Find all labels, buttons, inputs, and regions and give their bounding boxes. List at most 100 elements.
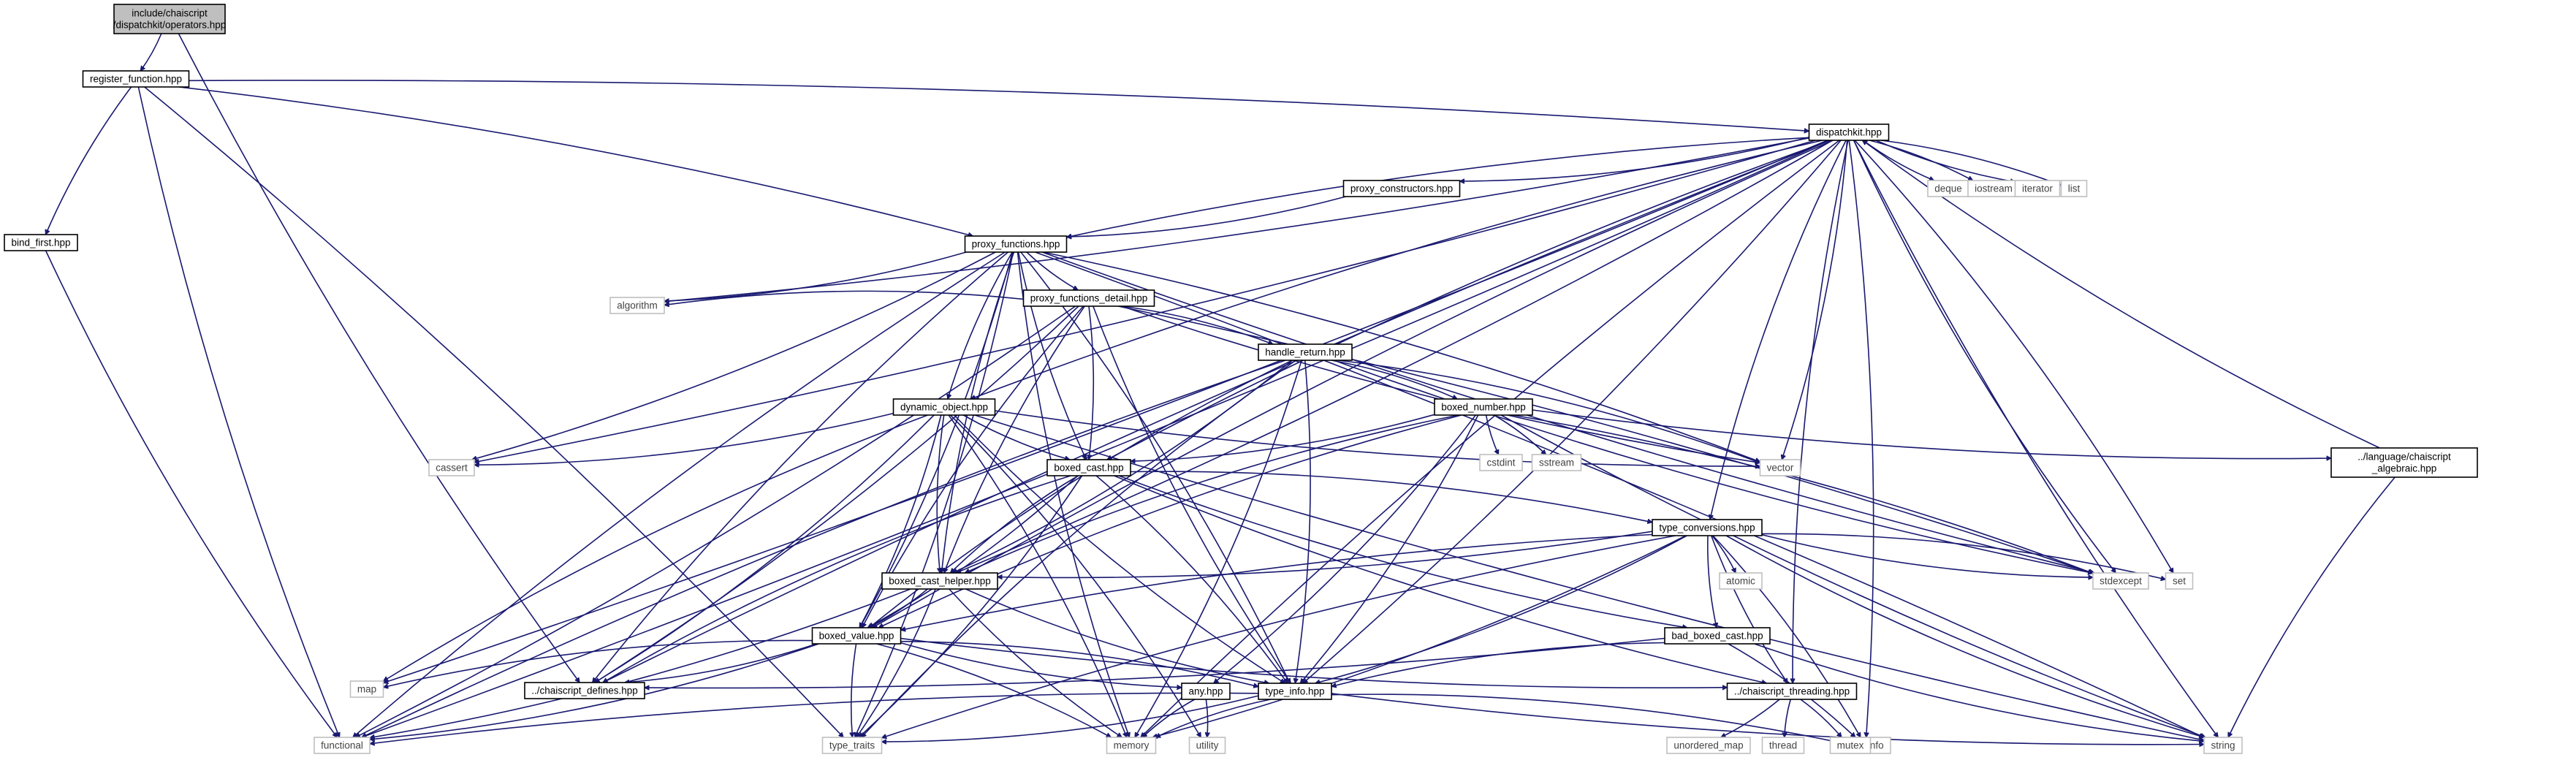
node-label: proxy_functions_detail.hpp — [1030, 293, 1148, 304]
node-label: set — [2173, 576, 2186, 587]
edge-boxed-value-to-chaiscript-threading — [900, 637, 1728, 688]
edge-dispatchkit-to-type-conversions — [1710, 140, 1847, 520]
node-dynamic-object[interactable]: dynamic_object.hpp — [892, 398, 996, 416]
node-cassert: cassert — [428, 459, 475, 476]
edge-boxed-number-to-boxed-cast — [1131, 414, 1435, 461]
node-atomic: atomic — [1719, 572, 1763, 590]
edge-boxed-value-to-chaiscript-defines — [625, 643, 817, 683]
edge-proxy-functions-to-algorithm — [664, 251, 967, 301]
node-map: map — [349, 680, 384, 698]
edge-handle-return-to-boxed-number — [1331, 360, 1457, 399]
edge-any-to-memory — [1142, 699, 1196, 737]
node-language-algebraic[interactable]: ../language/chaiscript_algebraic.hpp — [2330, 447, 2478, 478]
node-label: string — [2211, 740, 2235, 751]
node-label: ../chaiscript_defines.hpp — [531, 685, 638, 696]
node-type-traits: type_traits — [821, 737, 883, 754]
node-dispatchkit[interactable]: dispatchkit.hpp — [1808, 123, 1890, 141]
edge-dispatchkit-to-iterator — [1875, 140, 2015, 182]
node-type-info[interactable]: type_info.hpp — [1258, 683, 1332, 700]
node-boxed-number[interactable]: boxed_number.hpp — [1434, 398, 1533, 416]
node-iostream: iostream — [1967, 180, 2020, 197]
node-box — [1652, 519, 1763, 536]
edge-type-conversions-to-bad-boxed-cast — [1707, 535, 1717, 628]
node-string: string — [2203, 737, 2243, 754]
edge-boxed-cast-to-chaiscript-defines — [603, 475, 1071, 683]
edge-dynamic-object-to-boxed-value — [859, 414, 942, 628]
node-box — [881, 572, 998, 590]
edge-dispatchkit-to-memory — [1141, 140, 1840, 737]
node-box — [2092, 572, 2149, 590]
node-chaiscript-threading[interactable]: ../chaiscript_threading.hpp — [1726, 683, 1858, 700]
edge-proxy-constructors-to-proxy-functions — [1067, 196, 1346, 237]
edge-type-conversions-to-memory — [1152, 535, 1687, 737]
node-label: boxed_value.hpp — [819, 631, 894, 642]
edge-type-info-to-string — [1331, 693, 2204, 745]
edge-chaiscript-threading-to-mutex — [1800, 699, 1842, 737]
edge-type-conversions-to-stdexcept — [1761, 533, 2093, 577]
node-label: iostream — [1975, 183, 2013, 194]
node-box — [609, 297, 665, 314]
node-label: proxy_functions.hpp — [972, 239, 1060, 250]
node-utility: utility — [1188, 737, 1226, 754]
edge-register-function-to-bind-first — [45, 86, 132, 235]
node-label: include/chaiscript — [132, 8, 208, 19]
edge-dispatchkit-to-list — [1880, 140, 2062, 186]
node-register-function[interactable]: register_function.hpp — [82, 70, 190, 88]
node-label: list — [2068, 183, 2081, 194]
node-box — [892, 398, 996, 416]
node-box — [1022, 289, 1155, 307]
node-any[interactable]: any.hpp — [1181, 683, 1231, 700]
node-handle-return[interactable]: handle_return.hpp — [1258, 343, 1353, 361]
edge-dynamic-object-to-map — [384, 414, 928, 682]
node-label: ../chaiscript_threading.hpp — [1734, 686, 1850, 697]
edge-proxy-functions-to-type-traits — [855, 251, 1014, 737]
node-bind-first[interactable]: bind_first.hpp — [4, 234, 78, 251]
edge-dispatchkit-to-string — [1853, 140, 2219, 737]
node-proxy-constructors[interactable]: proxy_constructors.hpp — [1342, 180, 1461, 197]
node-label: type_info.hpp — [1265, 686, 1324, 697]
edge-chaiscript-threading-to-unordered-map — [1721, 699, 1780, 738]
node-label: type_traits — [829, 740, 875, 751]
node-boxed-cast-helper[interactable]: boxed_cast_helper.hpp — [881, 572, 998, 590]
node-label: utility — [1196, 740, 1219, 751]
node-box — [113, 4, 226, 34]
node-label: iterator — [2022, 183, 2053, 194]
edge-boxed-cast-to-boxed-value — [867, 475, 1079, 628]
node-box — [1188, 737, 1226, 754]
node-proxy-functions[interactable]: proxy_functions.hpp — [964, 235, 1068, 253]
node-box — [1726, 683, 1858, 700]
node-label: deque — [1934, 183, 1962, 194]
edge-proxy-functions-to-boxed-cast — [1017, 251, 1087, 460]
node-bad-boxed-cast[interactable]: bad_boxed_cast.hpp — [1664, 627, 1771, 645]
node-chaiscript-defines[interactable]: ../chaiscript_defines.hpp — [524, 682, 645, 699]
node-boxed-value[interactable]: boxed_value.hpp — [811, 627, 902, 645]
edge-boxed-number-to-string — [1500, 414, 2205, 737]
node-box — [2330, 447, 2478, 478]
node-box — [1761, 737, 1805, 754]
edge-dispatchkit-to-functional — [362, 140, 1830, 737]
node-operators[interactable]: include/chaiscript/dispatchkit/operators… — [113, 4, 227, 34]
node-label: cstdint — [1486, 457, 1515, 468]
edge-boxed-value-to-functional — [370, 643, 819, 740]
node-label: register_function.hpp — [90, 74, 182, 85]
edge-boxed-number-to-type-info — [1300, 414, 1479, 683]
edge-proxy-functions-to-functional — [353, 251, 1006, 737]
node-memory: memory — [1106, 737, 1157, 754]
node-label: bad_boxed_cast.hpp — [1671, 631, 1763, 642]
edge-dispatchkit-to-algorithm — [664, 137, 1809, 302]
node-type-conversions[interactable]: type_conversions.hpp — [1652, 519, 1763, 536]
edge-proxy-functions-detail-to-functional — [355, 305, 1076, 738]
edge-boxed-value-to-type-info — [900, 640, 1259, 687]
edge-handle-return-to-memory — [1134, 360, 1302, 737]
node-boxed-cast[interactable]: boxed_cast.hpp — [1046, 459, 1131, 476]
edge-type-conversions-to-boxed-value — [901, 533, 1653, 631]
node-box — [1666, 737, 1751, 754]
node-unordered-map: unordered_map — [1666, 737, 1751, 754]
edge-proxy-functions-to-boxed-value — [859, 251, 1014, 628]
edge-proxy-functions-detail-to-boxed-cast — [1089, 305, 1095, 460]
edge-proxy-functions-to-vector — [1043, 251, 1760, 462]
edge-type-info-to-typeinfo — [1331, 694, 1842, 743]
edge-proxy-functions-to-proxy-functions-detail — [1026, 251, 1078, 291]
node-proxy-functions-detail[interactable]: proxy_functions_detail.hpp — [1022, 289, 1155, 307]
node-label: boxed_cast_helper.hpp — [889, 576, 991, 587]
